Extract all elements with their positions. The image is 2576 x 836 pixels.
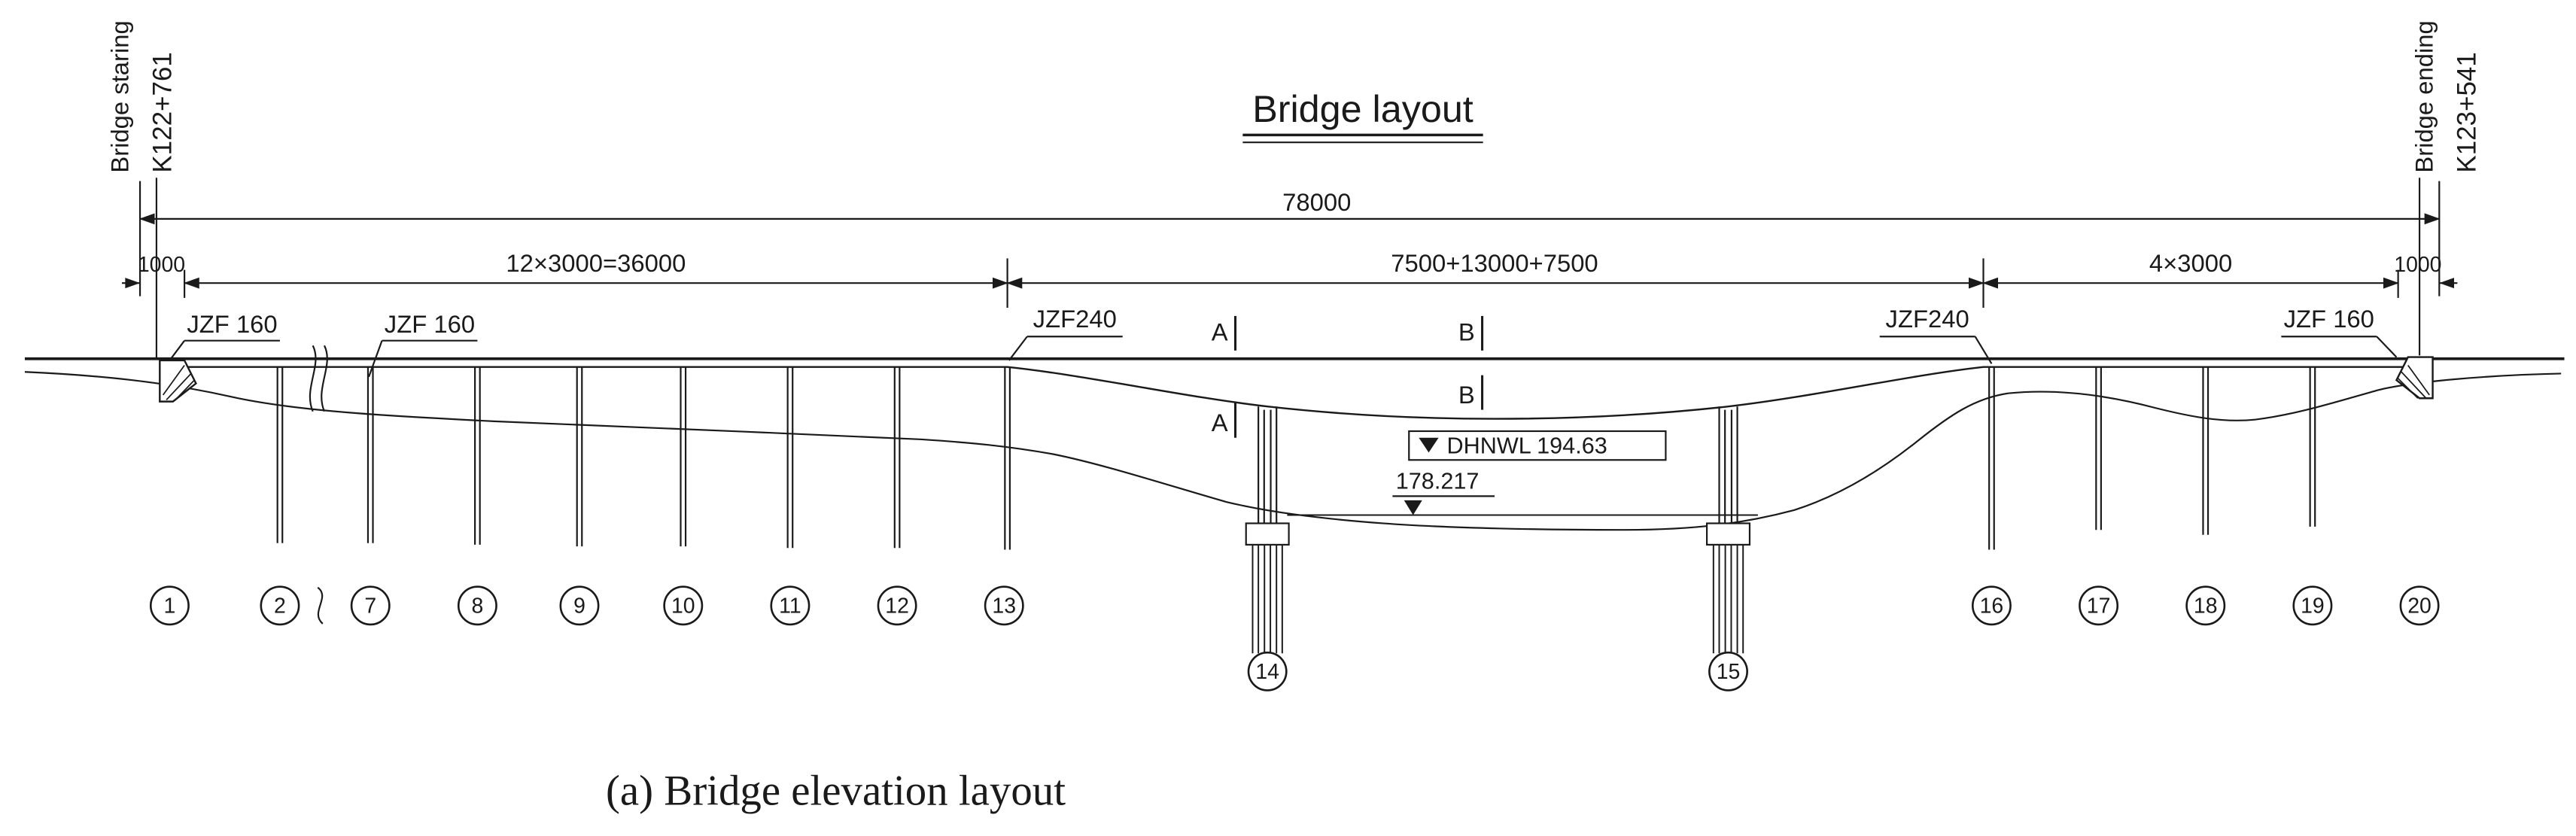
water-level-icon (1419, 437, 1439, 453)
dimension-total: 78000 (138, 188, 2441, 225)
bearing-leader (169, 339, 280, 361)
pier-badge-15: 15 (1708, 651, 1748, 692)
span-dim-right-spans: 4×3000 (2149, 249, 2232, 277)
bearing-label: JZF240 (1033, 305, 1117, 333)
pier-number: 14 (1255, 660, 1279, 684)
pier-15-pile-cap (1705, 522, 1751, 546)
station-start-lines (138, 178, 158, 359)
drawing-title: Bridge layout (1242, 87, 1483, 144)
pier-number: 20 (2407, 594, 2432, 619)
pier-number: 1 (164, 594, 176, 619)
abutment-right-hatch (2398, 365, 2430, 399)
bearing-label: JZF 160 (2284, 305, 2374, 333)
ground-line (24, 371, 2562, 531)
pier-row-break-icon (317, 586, 324, 625)
arrow-icon (125, 278, 141, 289)
pier-badge-17: 17 (2079, 585, 2119, 626)
pier-badge-16: 16 (1971, 585, 2012, 626)
pier-badge-8: 8 (457, 585, 497, 626)
bridge-start-chainage: K122+761 (148, 52, 178, 173)
bearing-label: JZF 160 (385, 310, 475, 338)
water-levels: DHNWL 194.63 178.217 (1392, 430, 1667, 515)
pier-number: 8 (471, 594, 483, 619)
section-b-bottom-label: B (1458, 381, 1475, 409)
break-symbols (309, 345, 328, 625)
girder-bottom-line (171, 366, 2415, 420)
dimension-total-value: 78000 (1282, 188, 1351, 216)
pier-badge-1: 1 (149, 585, 190, 626)
span-dim-right-offset: 1000 (2394, 253, 2441, 277)
pier-badges: 1 2 7 8 9 10 11 12 13 14 15 16 17 18 19 … (149, 585, 2440, 692)
pier-14-pile-cap (1245, 522, 1290, 546)
pier-badge-9: 9 (559, 585, 600, 626)
section-markers: A B A B (1212, 315, 1484, 438)
bridge-end-label: Bridge ending (2410, 20, 2438, 172)
figure-caption: (a) Bridge elevation layout (606, 767, 1066, 814)
pier-badge-11: 11 (770, 585, 811, 626)
pier-15-piles (1712, 544, 1744, 654)
pier-number: 19 (2301, 594, 2325, 619)
abutment-left-hatch (162, 365, 195, 402)
pier-badge-10: 10 (663, 585, 704, 626)
pier-badge-18: 18 (2185, 585, 2226, 626)
low-water-elevation: 178.217 (1396, 469, 1480, 494)
bridge-end-chainage: K123+541 (2452, 52, 2481, 173)
bearing-leader (2281, 336, 2398, 358)
dhnwl-box (1408, 430, 1667, 461)
superstructure (24, 357, 2565, 420)
bearing-label: JZF240 (1886, 305, 1969, 333)
pier-badge-7: 7 (350, 585, 391, 626)
pier-number: 16 (1980, 594, 2004, 619)
terrain (24, 371, 2562, 531)
abutment-left-body (159, 359, 197, 403)
span-dim-main-spans: 7500+13000+7500 (1391, 249, 1598, 277)
pier-number: 12 (885, 594, 909, 619)
dhnwl-label: DHNWL 194.63 (1447, 433, 1607, 459)
pier-badge-20: 20 (2399, 585, 2440, 626)
pier-14-piles (1252, 544, 1283, 654)
pier-number: 13 (992, 594, 1016, 619)
abutment-left (159, 359, 197, 403)
pier-number: 7 (364, 594, 376, 619)
section-a-top-label: A (1212, 318, 1228, 346)
pier-badge-2: 2 (260, 585, 300, 626)
abutment-right (2395, 356, 2434, 400)
section-b-top-label: B (1458, 318, 1475, 346)
station-start: Bridge staring K122+761 (106, 20, 178, 359)
station-end: Bridge ending K123+541 (2410, 20, 2481, 356)
pier-number: 18 (2194, 594, 2218, 619)
bridge-start-label: Bridge staring (106, 20, 134, 172)
station-end-lines (2418, 178, 2441, 356)
approach-piers (276, 366, 2316, 550)
bearing-label: JZF 160 (187, 310, 277, 338)
pier-badge-12: 12 (877, 585, 917, 626)
pier-badge-19: 19 (2292, 585, 2333, 626)
pier-number: 15 (1717, 660, 1741, 684)
span-dim-left-offset: 1000 (138, 253, 185, 277)
pier-number: 2 (274, 594, 286, 619)
pier-number: 9 (573, 594, 585, 619)
pier-number: 11 (779, 594, 801, 619)
bearing-leader (1008, 336, 1123, 361)
bearing-labels: JZF 160 JZF 160 JZF240 JZF240 JZF 160 (169, 305, 2398, 378)
pier-badge-13: 13 (984, 585, 1024, 626)
deck-break-icon (309, 345, 328, 412)
pier-14-columns (1258, 406, 1278, 524)
section-a-bottom-label: A (1212, 409, 1228, 436)
dimension-spans: 1000 12×3000=36000 7500+13000+7500 4×300… (122, 249, 2458, 308)
pier-15-columns (1718, 406, 1738, 524)
main-pier-15 (1705, 406, 1751, 654)
pier-number: 10 (671, 594, 695, 619)
title-text: Bridge layout (1252, 87, 1474, 130)
main-pier-14 (1245, 406, 1290, 654)
span-dim-left-spans: 12×3000=36000 (506, 249, 686, 277)
arrow-icon (2439, 278, 2454, 289)
water-level-icon (1404, 500, 1422, 515)
pier-number: 17 (2087, 594, 2111, 619)
pier-badge-14: 14 (1247, 651, 1288, 692)
